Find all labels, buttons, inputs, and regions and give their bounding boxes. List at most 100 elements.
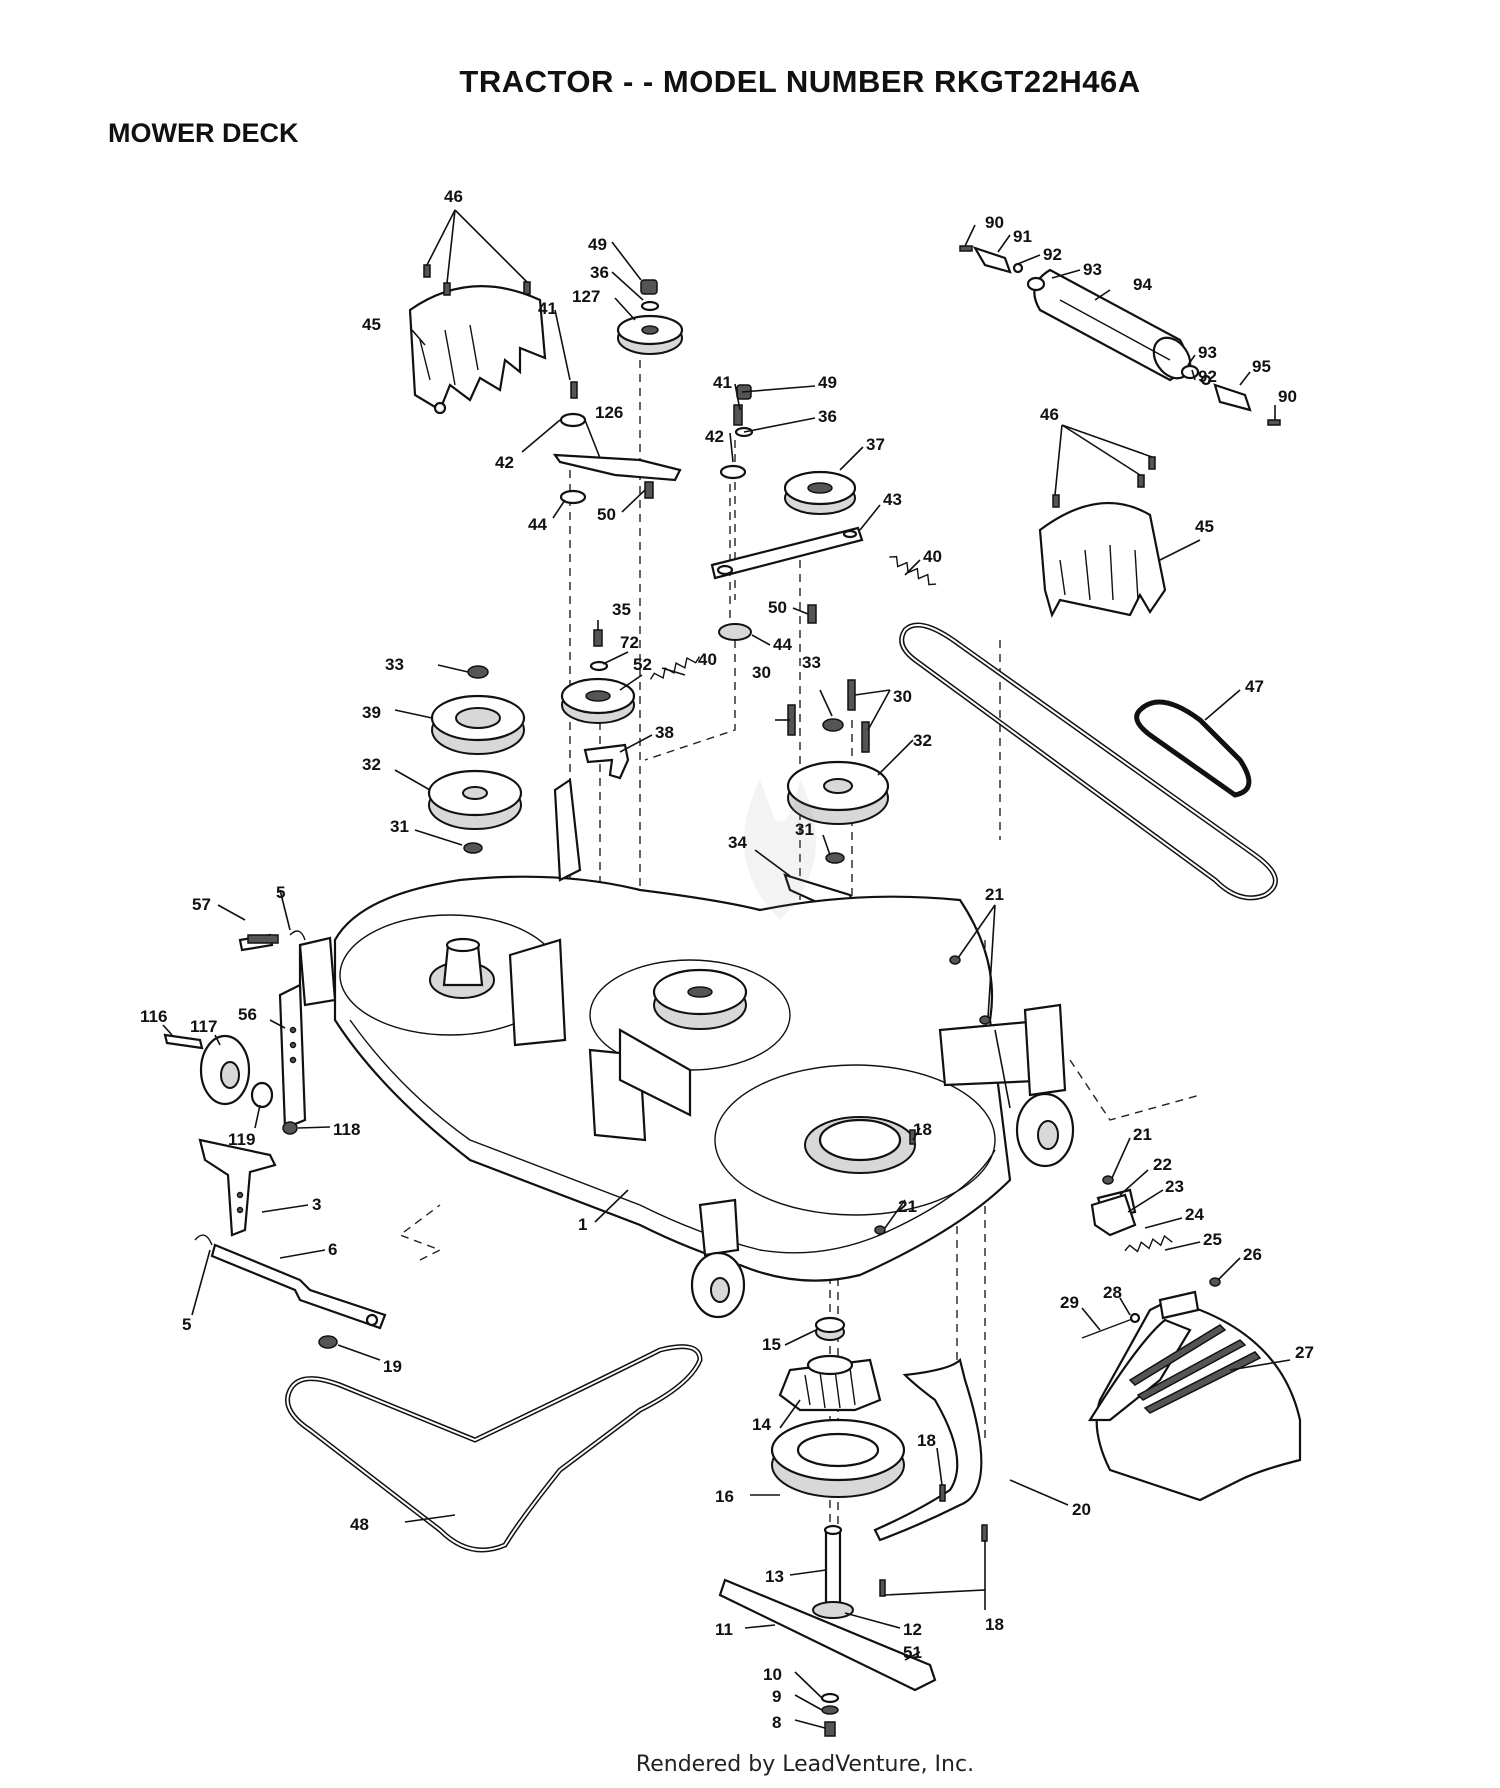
idler-pulley-top [616,279,684,355]
callout-15: 15 [762,1335,781,1354]
callout-35: 35 [612,600,631,619]
callout-11: 11 [715,1620,733,1639]
front-hanger-bracket [194,1138,387,1349]
callout-31-left: 31 [390,817,409,836]
callout-92-top: 92 [1043,245,1062,264]
callout-44-right: 44 [773,635,792,654]
left-belt-guard [408,285,547,415]
callout-41-right: 41 [713,373,732,392]
springs [649,555,1173,1253]
callout-18-top: 18 [913,1120,932,1139]
callout-30-left: 30 [752,663,771,682]
callout-21-middle: 21 [898,1197,917,1216]
callout-126: 126 [595,403,623,422]
callout-13: 13 [765,1567,784,1586]
callout-1: 1 [578,1215,587,1234]
callout-36-right: 36 [818,407,837,426]
spindle-assembly [718,1316,937,1737]
callout-21-right: 21 [1133,1125,1152,1144]
callout-49-right: 49 [818,373,837,392]
callout-21-top: 21 [985,885,1004,904]
callout-14: 14 [752,1415,771,1434]
callout-56: 56 [238,1005,257,1024]
deck-baffle [873,1357,988,1597]
callout-45-left: 45 [362,315,381,334]
callout-6: 6 [328,1240,337,1259]
discharge-chute [874,955,1302,1502]
callout-30-right: 30 [893,687,912,706]
callout-48: 48 [350,1515,369,1534]
render-credit: Rendered by LeadVenture, Inc. [635,1752,975,1777]
right-spindle-pulleys [786,679,890,864]
mower-deck-housing [298,778,1075,1319]
callout-3: 3 [312,1195,321,1214]
callout-50-right: 50 [768,598,787,617]
callout-33-left: 33 [385,655,404,674]
callout-16: 16 [715,1487,734,1506]
callout-23: 23 [1165,1177,1184,1196]
callout-90-top: 90 [985,213,1004,232]
callout-5-bottom: 5 [182,1315,191,1334]
right-belt-guard [1038,456,1167,618]
callout-119: 119 [228,1130,255,1149]
callout-47: 47 [1245,677,1264,696]
callout-36-top: 36 [590,263,609,282]
callout-18-bottom: 18 [985,1615,1004,1634]
gauge-wheel-left [163,930,307,1135]
callout-45-right: 45 [1195,517,1214,536]
callout-43: 43 [883,490,902,509]
anti-scalp-roller [959,245,1281,426]
idler-pulley-52 [560,629,636,780]
callout-19: 19 [383,1357,402,1376]
section-heading: MOWER DECK [108,118,299,148]
callout-91: 91 [1013,227,1032,246]
callout-42-right: 42 [705,427,724,446]
page-title: TRACTOR - - MODEL NUMBER RKGT22H46A [459,64,1141,99]
deck-belt-48 [285,1344,703,1553]
callout-127: 127 [572,287,600,306]
callout-118: 118 [333,1120,360,1139]
callout-37: 37 [866,435,885,454]
callout-38: 38 [655,723,674,742]
callout-9: 9 [772,1687,781,1706]
callout-44-left: 44 [528,515,547,534]
callout-46-left: 46 [444,187,463,206]
callout-22: 22 [1153,1155,1172,1174]
callout-26: 26 [1243,1245,1262,1264]
callout-labels: 46 49 36 127 45 41 126 42 44 50 41 42 49… [140,187,1314,1732]
callout-34: 34 [728,833,747,852]
idler-bracket [552,381,682,505]
callout-33-right: 33 [802,653,821,672]
callout-92-bottom: 92 [1198,367,1217,386]
callout-10: 10 [763,1665,782,1684]
callout-72: 72 [620,633,639,652]
callout-8: 8 [772,1713,781,1732]
callout-39: 39 [362,703,381,722]
callout-49-top: 49 [588,235,607,254]
callout-40-right: 40 [923,547,942,566]
callout-28: 28 [1103,1283,1122,1302]
callout-31-right: 31 [795,820,814,839]
callout-40-left: 40 [698,650,717,669]
callout-42-left: 42 [495,453,514,472]
callout-46-right: 46 [1040,405,1059,424]
callout-117: 117 [190,1017,217,1036]
callout-94: 94 [1133,275,1152,294]
idler-arm [710,526,864,641]
callout-57: 57 [192,895,211,914]
callout-20: 20 [1072,1500,1091,1519]
drive-belt-47 [899,622,1278,901]
callout-18-middle: 18 [917,1431,936,1450]
leader-lines [162,209,1291,1729]
callout-24: 24 [1185,1205,1204,1224]
callout-27: 27 [1295,1343,1314,1362]
callout-90-bottom: 90 [1278,387,1297,406]
callout-5-top: 5 [276,883,285,902]
left-spindle-pulleys [427,665,526,854]
callout-25: 25 [1203,1230,1222,1249]
callout-116: 116 [140,1007,167,1026]
watermark-logo [744,780,816,920]
callout-32-left: 32 [362,755,381,774]
callout-51: 51 [903,1643,922,1662]
